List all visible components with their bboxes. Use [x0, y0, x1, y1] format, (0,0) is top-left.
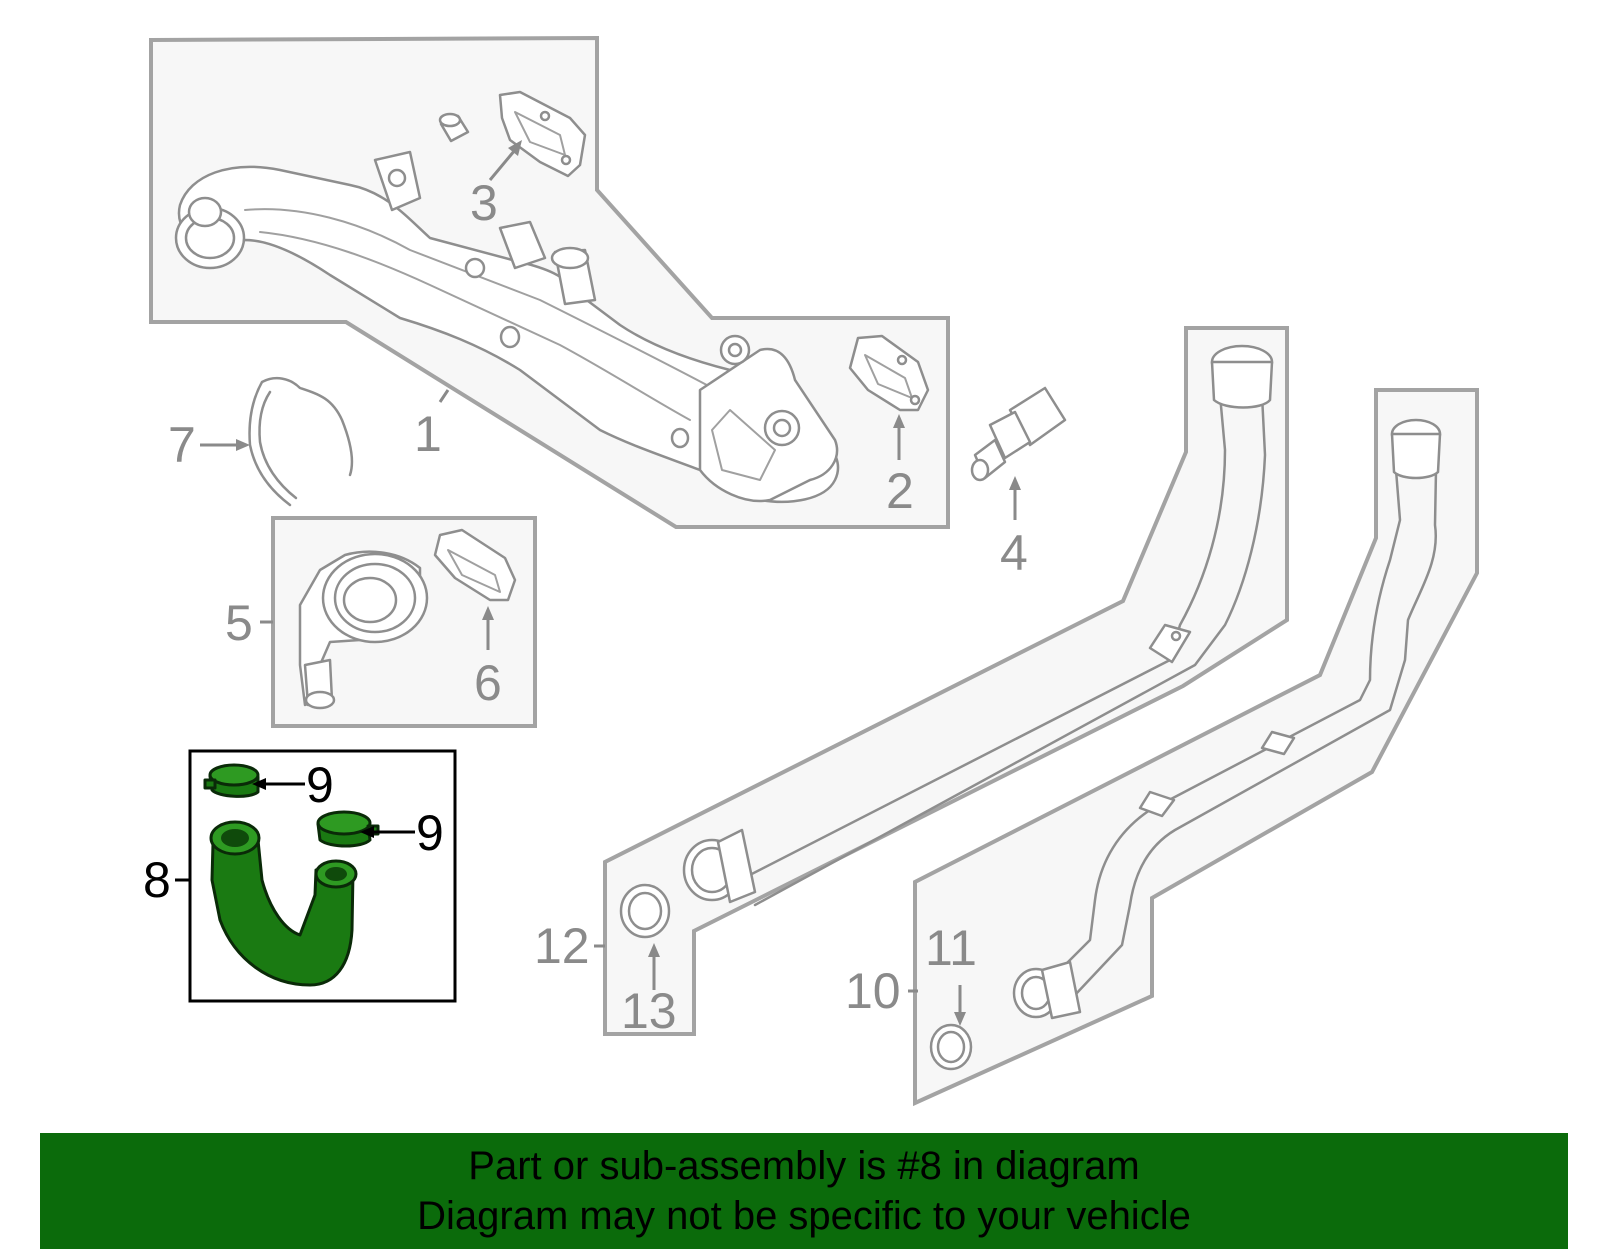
thermostat-housing[interactable] [298, 550, 429, 710]
coolant-pipe-12[interactable] [682, 344, 1274, 907]
banner-line-2: Diagram may not be specific to your vehi… [417, 1194, 1191, 1238]
callout-5[interactable]: 5 [225, 595, 253, 651]
callout-9b[interactable]: 9 [416, 805, 444, 861]
callout-11[interactable]: 11 [925, 920, 977, 976]
coolant-pipe-10[interactable] [1012, 418, 1442, 1020]
callout-4[interactable]: 4 [1000, 525, 1028, 581]
coolant-hose-8[interactable] [209, 820, 358, 987]
callout-1[interactable]: 1 [414, 406, 442, 462]
hose-clamp-9a[interactable] [203, 763, 260, 798]
callout-9a[interactable]: 9 [306, 757, 334, 813]
callout-3[interactable]: 3 [470, 175, 498, 231]
callout-6[interactable]: 6 [474, 655, 502, 711]
retaining-clip[interactable] [248, 376, 354, 507]
callout-13[interactable]: 13 [621, 983, 677, 1039]
callout-7[interactable]: 7 [168, 417, 196, 473]
callout-8[interactable]: 8 [143, 852, 171, 908]
gasket-6[interactable] [433, 528, 517, 602]
group-outline-12 [603, 326, 1289, 1036]
callout-12[interactable]: 12 [534, 918, 590, 974]
o-ring-11[interactable] [929, 1023, 973, 1071]
callout-10[interactable]: 10 [845, 963, 901, 1019]
callout-2[interactable]: 2 [886, 463, 914, 519]
o-ring-13[interactable] [619, 883, 671, 939]
temperature-sensor[interactable] [970, 386, 1067, 482]
info-banner: Part or sub-assembly is #8 in diagram Di… [40, 1133, 1568, 1249]
banner-line-1: Part or sub-assembly is #8 in diagram [468, 1144, 1140, 1188]
gasket-2[interactable] [848, 334, 930, 412]
leader-lines [175, 140, 1021, 1026]
group-outline-10 [913, 388, 1479, 1107]
coolant-pipe-main[interactable] [174, 150, 840, 504]
plug[interactable] [438, 112, 470, 143]
gasket-3[interactable] [498, 90, 587, 178]
